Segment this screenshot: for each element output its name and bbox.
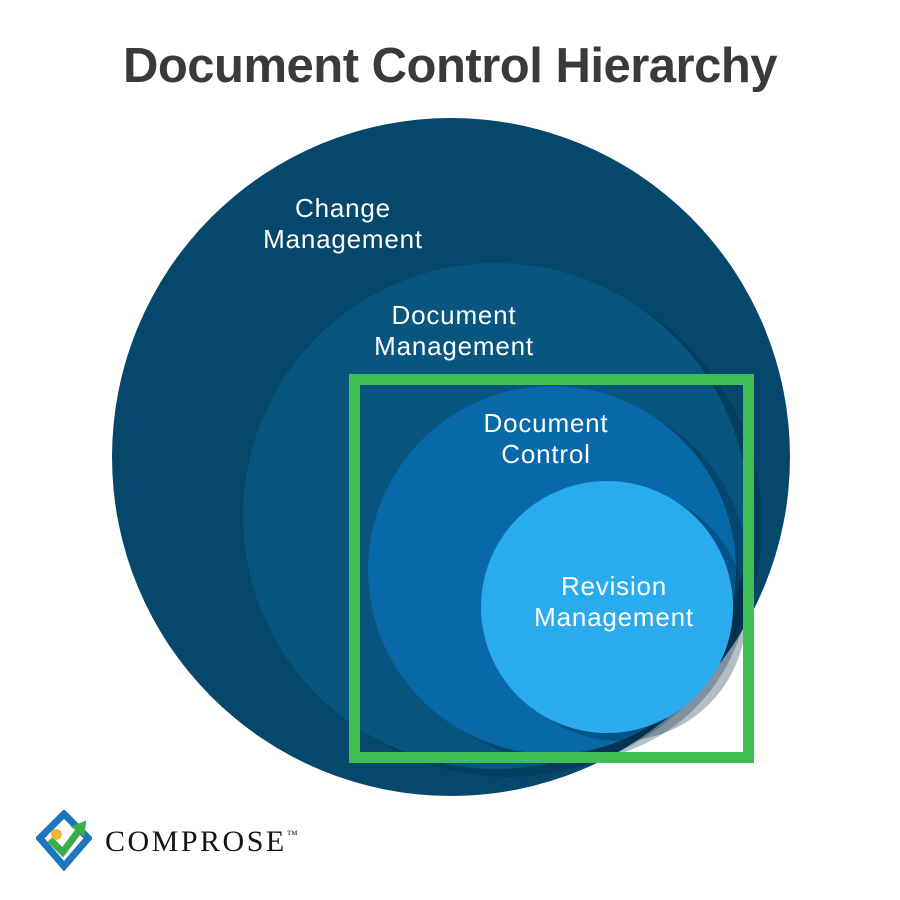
- logo-diamond-icon: [36, 810, 92, 872]
- circle-label-document-control: Document Control: [426, 408, 666, 470]
- label-line: Control: [501, 439, 591, 469]
- logo-trademark: ™: [286, 829, 298, 841]
- label-line: Management: [263, 224, 423, 254]
- logo-wordmark-text: COMPROSE: [105, 825, 287, 858]
- circle-label-revision-management: Revision Management: [494, 571, 734, 633]
- label-line: Change: [295, 193, 391, 223]
- page-title: Document Control Hierarchy: [122, 39, 778, 93]
- logo-check-arrow-icon: [47, 829, 81, 858]
- label-line: Document: [391, 300, 517, 330]
- circle-revision-management: [481, 481, 733, 733]
- comprose-logo-icon: [36, 810, 92, 872]
- comprose-logo: COMPROSE™: [36, 810, 298, 874]
- label-line: Management: [374, 331, 534, 361]
- logo-dot-icon: [50, 828, 62, 840]
- highlight-box: [349, 374, 754, 763]
- label-line: Revision: [560, 571, 668, 601]
- logo-arrowhead-icon: [71, 820, 87, 837]
- label-line: Management: [534, 602, 694, 632]
- logo-wordmark: COMPROSE™: [105, 825, 298, 859]
- label-line: Document: [483, 408, 609, 438]
- circle-label-change-management: Change Management: [223, 193, 463, 255]
- circle-label-document-management: Document Management: [334, 300, 574, 362]
